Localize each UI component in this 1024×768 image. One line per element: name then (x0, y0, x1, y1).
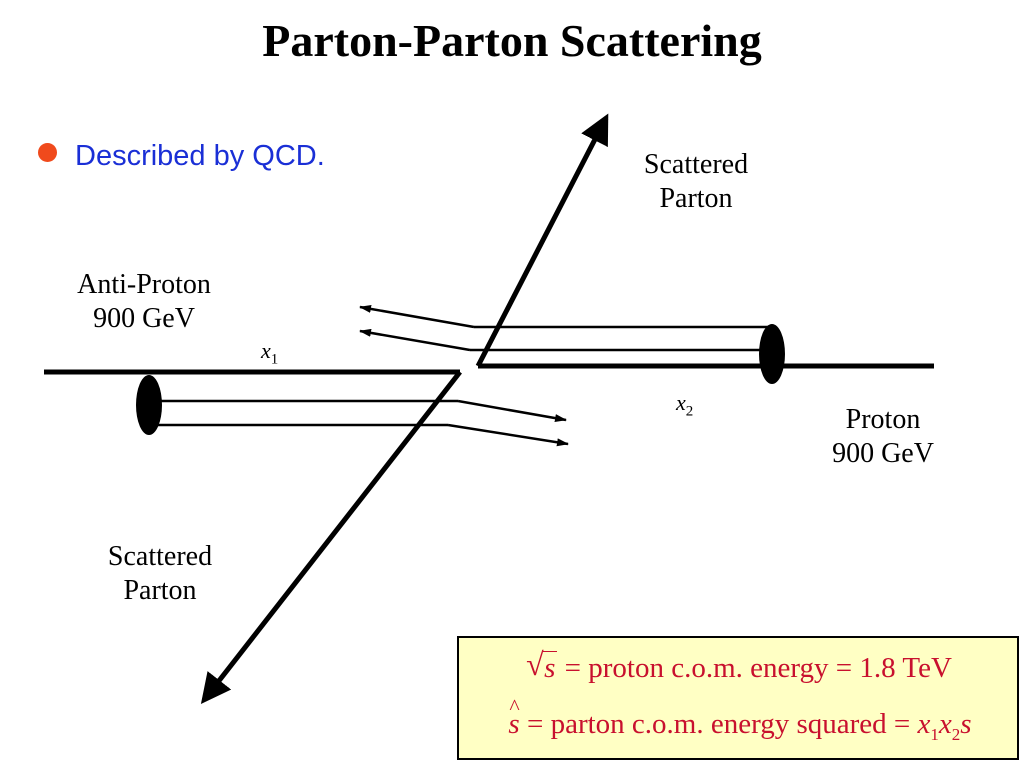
page-title: Parton-Parton Scattering (262, 15, 762, 66)
proton-remnant-arrow-1 (359, 304, 475, 329)
proton-remnant-arrow-2 (359, 328, 471, 352)
scattered-parton-arrow-up (475, 113, 609, 368)
formula-line-1: √s = proton c.o.m. energy = 1.8 TeV (526, 646, 952, 684)
proton-label: Proton 900 GeV (832, 404, 934, 469)
scattered-parton-label-bottom: Scattered Parton (107, 541, 213, 606)
formula-box: √s = proton c.o.m. energy = 1.8 TeV s = … (457, 636, 1019, 760)
sqrt-s: √s (526, 646, 558, 684)
x2-label: x2 (676, 390, 694, 420)
scattered-parton-label-top: Scattered Parton (643, 149, 749, 214)
bullet-dot-icon (38, 143, 57, 162)
antiproton-label: Anti-Proton 900 GeV (77, 269, 211, 334)
antiproton-remnant-arrow-2 (447, 423, 569, 447)
s-hat: s (508, 694, 520, 741)
scattered-parton-arrow-down (200, 370, 462, 704)
antiproton-remnant-arrow-1 (457, 399, 567, 423)
antiproton-disk (136, 375, 162, 435)
bullet-point: Described by QCD. (38, 140, 325, 173)
formula-line-2: s = parton c.o.m. energy squared = x1x2s (459, 694, 1021, 745)
x1-label: x1 (261, 338, 279, 368)
bullet-text: Described by QCD. (75, 140, 325, 172)
proton-disk (759, 324, 785, 384)
